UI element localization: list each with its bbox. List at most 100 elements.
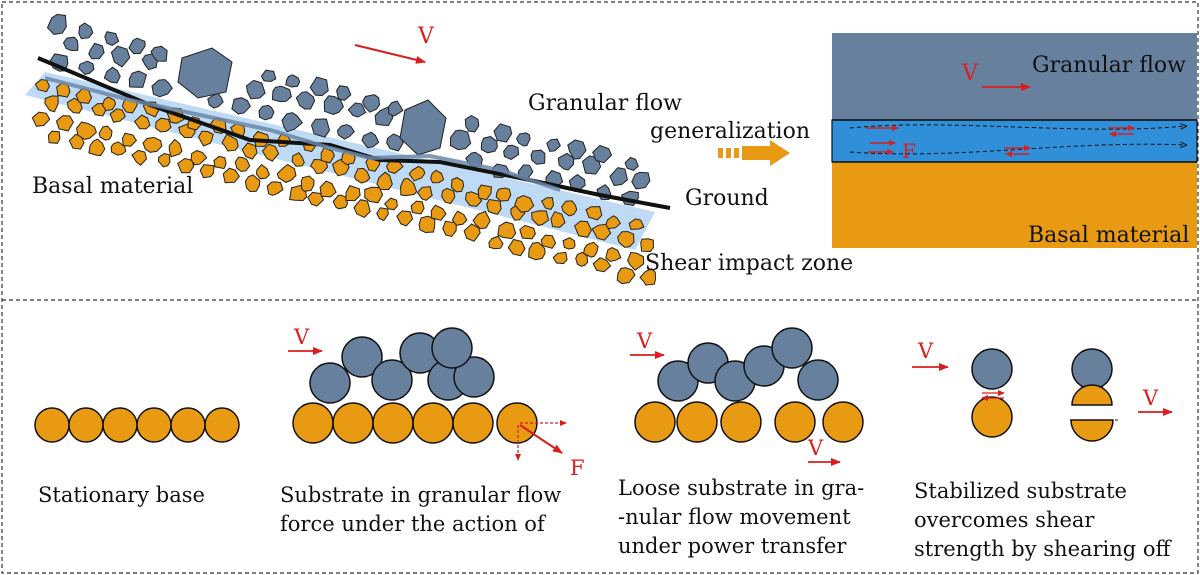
basal-particle — [88, 138, 106, 157]
velocity-label: V — [917, 339, 934, 363]
panel-substrate-under-force: F V Substrate in granular flow force und… — [280, 325, 585, 536]
granular-particle — [449, 129, 472, 151]
basal-particle — [131, 149, 148, 166]
granular-particle — [530, 149, 546, 165]
granular-particle — [104, 31, 120, 46]
basal-particle — [121, 132, 138, 147]
ground-line — [37, 56, 671, 210]
basal-particle — [190, 150, 208, 166]
basal-particle — [617, 231, 635, 248]
granular-particle — [609, 167, 628, 186]
granular-particle — [207, 92, 224, 109]
basal-particle — [495, 187, 512, 202]
generalization-label: generalization — [650, 119, 810, 144]
basal-particle — [605, 215, 622, 230]
basal-particle — [396, 210, 414, 227]
basal-particle — [110, 141, 127, 156]
basal-particle — [640, 238, 655, 253]
panel-loose-substrate: V V Loose substrate in gra- -nular flow … — [618, 327, 864, 558]
force-label: F — [902, 139, 916, 163]
basal-particle — [300, 175, 315, 192]
panel-caption: overcomes shear — [914, 508, 1095, 532]
velocity-label: V — [636, 329, 653, 353]
basal-particle — [430, 169, 445, 184]
basal-particle — [410, 200, 425, 215]
basal-particle — [222, 167, 241, 184]
granular-particle — [567, 139, 587, 160]
basal-particle — [531, 210, 550, 226]
granular-particle — [631, 171, 651, 190]
basal-particle — [76, 121, 97, 141]
basal-particle — [592, 257, 612, 273]
basal-material-particles — [31, 78, 657, 286]
granular-particle — [151, 79, 173, 98]
basal-particle — [319, 180, 337, 198]
basal-particle — [540, 197, 555, 211]
granular-particle — [388, 100, 404, 117]
granular-particle — [503, 144, 520, 160]
basal-particle — [488, 235, 504, 250]
granular-particles — [309, 327, 495, 404]
basal-particle — [605, 247, 622, 263]
panel-caption: under power transfer — [618, 534, 847, 558]
basal-particle — [583, 241, 599, 258]
large-boulder — [177, 47, 233, 99]
force-arrow — [519, 424, 563, 454]
granular-particle — [624, 156, 639, 171]
basal-particle — [639, 268, 657, 286]
granular-particle — [128, 37, 146, 55]
basal-particle — [241, 142, 258, 160]
basal-particle — [451, 210, 468, 226]
granular-particle — [271, 85, 292, 103]
basal-particle — [199, 164, 215, 179]
basal-particle — [291, 152, 305, 167]
granular-flow-particles — [46, 13, 651, 207]
panel-caption: Substrate in granular flow — [280, 483, 561, 507]
basal-particle — [198, 130, 214, 147]
basal-particle — [430, 204, 447, 221]
basal-particle — [550, 211, 566, 228]
granular-particle — [128, 70, 147, 88]
basal-particle — [540, 234, 557, 249]
basal-particle — [464, 191, 483, 207]
basal-particle — [157, 152, 171, 168]
basal-particle — [244, 174, 261, 193]
basal-particle — [101, 96, 117, 112]
panel-caption: -nular flow movement — [618, 505, 851, 529]
granular-particle — [150, 45, 168, 62]
shear-impact-zone-label: Shear impact zone — [645, 251, 853, 276]
granular-particle — [362, 94, 381, 113]
granular-particle — [310, 118, 331, 138]
sliding-surface-line — [44, 76, 561, 192]
granular-particle — [336, 124, 355, 140]
basal-particle — [234, 156, 251, 172]
basal-particle — [255, 164, 270, 180]
basal-particle — [497, 221, 517, 240]
velocity-arrow — [354, 44, 426, 64]
panel-caption: Stabilized substrate — [914, 479, 1127, 503]
granular-particle — [245, 79, 266, 100]
basal-particle — [364, 186, 384, 204]
granular-particle — [110, 45, 131, 68]
granular-flow-label: Granular flow — [1032, 53, 1186, 78]
basal-particle — [213, 155, 227, 170]
basal-particle — [416, 186, 433, 201]
basal-particle — [400, 177, 418, 197]
panel-caption: strength by shearing off — [914, 537, 1173, 561]
basal-particle — [628, 218, 645, 230]
panel-stationary-base: Stationary base — [34, 407, 240, 507]
granular-particle — [480, 136, 498, 154]
basal-particle — [376, 171, 393, 191]
granular-flow-label: Granular flow — [528, 91, 682, 116]
basal-particle — [55, 115, 74, 132]
basal-particle — [133, 114, 151, 130]
basal-particle — [168, 138, 183, 158]
granular-particle — [464, 115, 480, 133]
basal-particle — [47, 130, 61, 144]
shear-layer — [831, 119, 1198, 163]
granular-particle — [281, 112, 303, 133]
basal-material-label: Basal material — [1028, 223, 1189, 248]
slope-schematic: V Granular flow Basal material Ground Sh… — [25, 13, 853, 286]
basal-particle — [627, 251, 645, 271]
